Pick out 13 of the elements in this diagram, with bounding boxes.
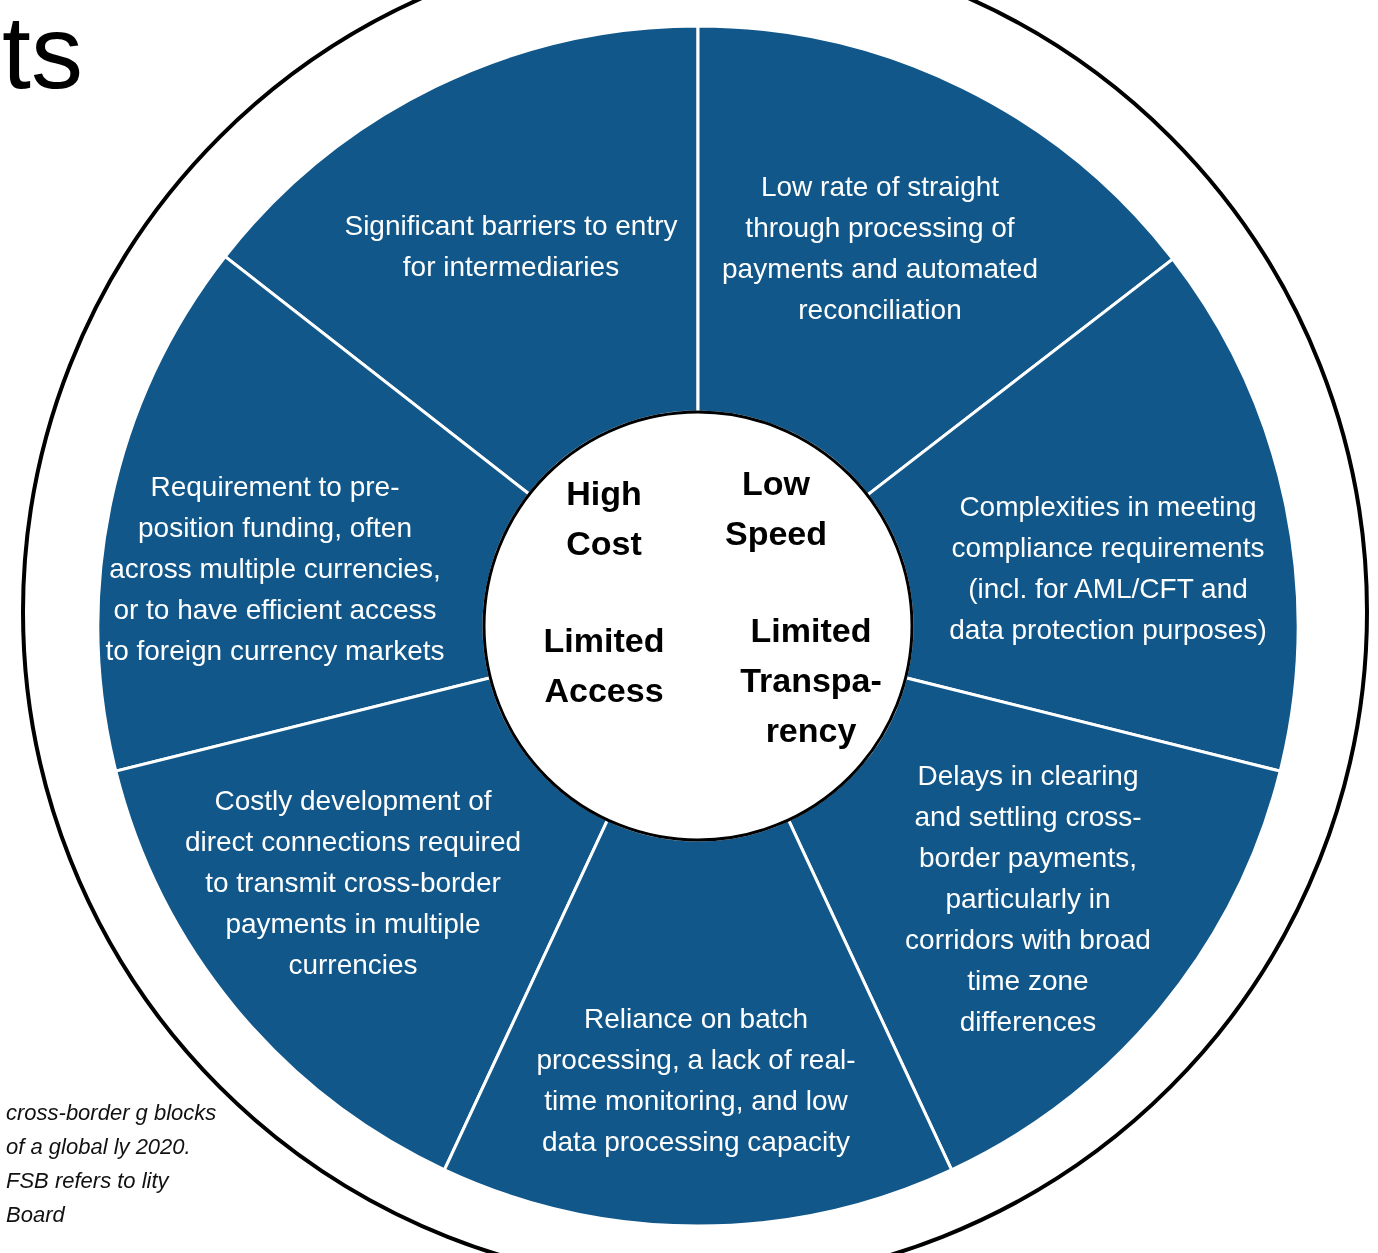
- segment-text: Complexities in meeting compliance requirements (incl. for AML/CFT and data protection purposes): [948, 490, 1268, 647]
- source-note: cross-border g blocks of a global ly 2020. FSB refers to lity Board: [6, 1099, 218, 1229]
- segment-text: Low rate of straight through processing of payments and automated reconciliation: [721, 170, 1039, 327]
- center-label: High Cost: [565, 473, 643, 564]
- segment-text: Costly development of direct connections required to transmit cross-border payments in multiple currencies: [183, 783, 523, 982]
- segment-text: Reliance on batch processing, a lack of real-time monitoring, and low data processing capacity: [535, 1002, 857, 1159]
- center-label: Limited Access: [542, 620, 666, 711]
- segment-text: Significant barriers to entry for intermediaries: [343, 209, 679, 284]
- title: ts: [2, 0, 83, 112]
- center-label: Low Speed: [723, 463, 828, 554]
- segment-text: Requirement to pre-position funding, often across multiple currencies, or to have efficient access to foreign currency markets: [105, 469, 445, 668]
- segment-text: Delays in clearing and settling cross-border payments, particularly in corridors with broad time zone differences: [904, 758, 1152, 1039]
- center-label: Limited Transpa- rency: [739, 610, 883, 751]
